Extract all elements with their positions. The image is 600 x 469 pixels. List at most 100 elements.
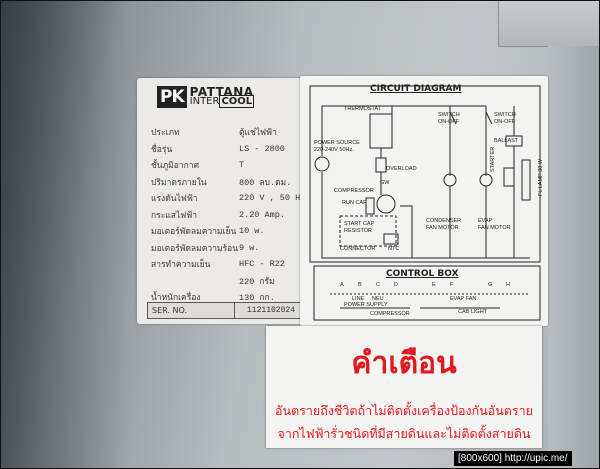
spec-row-label: แรงดันไฟฟ้า — [151, 194, 198, 205]
compressor-label: COMPRESSOR — [334, 188, 374, 194]
spec-row-value: HFC - R22 — [239, 259, 285, 270]
thermostat-symbol — [369, 113, 393, 149]
spec-row: 220 กรัม — [151, 273, 307, 290]
spec-row-label: ปริมาตรภายใน — [151, 177, 207, 188]
spec-row-value: 800 ลบ.ดม. — [239, 177, 292, 188]
start-cap-label: START CAP RESISTOR — [344, 221, 375, 234]
brand-name: PATTANA — [189, 85, 254, 99]
serial-number-value: 1121102024 — [247, 306, 296, 315]
spec-row-value: 220 กรัม — [239, 276, 275, 287]
spec-row-value: 9 w. — [239, 242, 260, 253]
terminal-g: G — [488, 282, 493, 288]
wiring-lines — [321, 105, 530, 259]
warning-title: คำเตือน — [351, 346, 457, 381]
brand-logo-mark: PK — [157, 86, 187, 108]
terminal-a: A — [340, 282, 344, 288]
run-cap-symbol — [365, 197, 375, 215]
terminal-f: F — [450, 282, 454, 288]
terminal-e: E — [432, 282, 436, 288]
spec-row-value: ตู้แช่ไฟฟ้า — [239, 128, 277, 139]
compressor-symbol — [376, 194, 396, 214]
circuit-diagram-label: CIRCUIT DIAGRAM THERMOSTAT POWER SOURCE … — [300, 76, 548, 326]
spec-row: แรงดันไฟฟ้า 220 V , 50 Hz — [151, 190, 307, 207]
brand-sub-cool: COOL — [219, 95, 255, 108]
spec-table: ประเภท ตู้แช่ไฟฟ้า ชื่อรุ่น LS - 2800 ชั้น… — [151, 124, 307, 306]
image-watermark: [800x600] http://upic.me/ — [454, 451, 572, 466]
spec-row-label: น้ำหนักเครื่อง — [151, 293, 201, 304]
spec-row: น้ำหนักเครื่อง 130 กก. — [151, 289, 307, 306]
evap-fan-label: EVAP FAN MOTOR — [478, 218, 511, 231]
power-supply-label: POWER SUPPLY — [344, 302, 388, 308]
terminal-h: H — [506, 282, 510, 288]
starter-label: STARTER — [490, 146, 496, 172]
overload-label: OVERLOAD — [386, 166, 417, 172]
control-box-title: CONTROL BOX — [386, 269, 459, 279]
spec-row-label: สารทำความเย็น — [151, 260, 211, 271]
diagram-frame — [309, 85, 541, 263]
spec-row-label: ชื่อรุ่น — [151, 144, 173, 155]
spec-row-label: มอเตอร์พัดลมความร้อน — [151, 243, 239, 254]
spec-row-value: 130 กก. — [239, 293, 275, 304]
spec-row: ประเภท ตู้แช่ไฟฟ้า — [151, 124, 307, 141]
ballast-label: BALLAST — [494, 138, 519, 144]
spec-row: ชื่อรุ่น LS - 2800 — [151, 141, 307, 158]
control-compressor-label: COMPRESSOR — [370, 311, 410, 317]
start-cap-box — [339, 215, 397, 247]
spec-row: กระแสไฟฟ้า 2.20 Amp. — [151, 207, 307, 224]
fridge-side-edge — [548, 46, 600, 469]
terminal-b: B — [358, 282, 362, 288]
power-source-symbol — [314, 156, 330, 172]
condenser-fan-label: CONDENSER FAN MOTOR — [426, 218, 462, 231]
spec-row-label: ประเภท — [151, 128, 180, 139]
evap-fan-motor-symbol — [479, 173, 493, 187]
brand-sub-inter: INTER — [189, 96, 220, 107]
line-label: LINE — [352, 296, 365, 302]
spec-row: ชั้นภูมิอากาศ T — [151, 157, 307, 174]
spec-row-label: กระแสไฟฟ้า — [151, 210, 198, 221]
terminal-d: D — [394, 282, 398, 288]
gw-label: GW — [380, 180, 390, 186]
spec-row-value: LS - 2800 — [239, 143, 285, 154]
connector-symbol — [383, 233, 399, 245]
spec-row-value: 220 V , 50 Hz — [239, 193, 306, 204]
circuit-diagram-title: CIRCUIT DIAGRAM — [370, 84, 462, 94]
condenser-fan-motor-symbol — [443, 173, 457, 187]
cab-light-label: CAB LIGHT — [458, 309, 488, 315]
warning-sticker: คำเตือน อันตรายถึงชีวิตถ้าไม่ติดตั้งเครื… — [266, 326, 542, 448]
control-box-frame — [313, 265, 541, 321]
spec-row-value: 10 w. — [239, 226, 265, 237]
evap-fan-box-label: EVAP FAN — [450, 296, 477, 302]
fl-lamp-label: FL LAMP 30 W — [538, 159, 544, 196]
spec-row-label: มอเตอร์พัดลมความเย็น — [151, 227, 237, 238]
switch-right-label: SWITCH ON-OFF — [494, 112, 516, 125]
spec-row-value: 2.20 Amp. — [239, 209, 285, 220]
fridge-top-panel — [498, 0, 600, 47]
connector-label: CONNECTOR — [340, 246, 376, 252]
warning-text-line-1: อันตรายถึงชีวิตถ้าไม่ติดตั้งเครื่องป้องก… — [275, 403, 533, 418]
spec-row: สารทำความเย็น HFC - R22 — [151, 256, 307, 273]
overload-symbol — [375, 157, 387, 173]
spec-row-value: T — [239, 160, 245, 171]
warning-text-line-2: จากไฟฟ้ารั่วชนิดที่มีสายดินและไม่ติดตั้ง… — [277, 426, 531, 441]
spec-row: ปริมาตรภายใน 800 ลบ.ดม. — [151, 174, 307, 191]
ballast-symbol — [505, 135, 523, 147]
switch-left-label: SWITCH ON-OFF — [438, 112, 460, 125]
spec-row-label: ชั้นภูมิอากาศ — [151, 161, 199, 172]
wiring-schematic — [309, 85, 541, 321]
power-source-label: POWER SOURCE 220-240V 50Hz. — [314, 140, 360, 153]
ntc-label: NTC — [388, 246, 400, 252]
serial-number-label: SER. NO. — [148, 303, 235, 318]
serial-number-box: SER. NO. 1121102024 — [147, 302, 309, 319]
switch-symbols — [449, 111, 493, 125]
run-cap-label: RUN CAP — [342, 200, 367, 206]
fridge-shadow — [0, 0, 130, 469]
thermostat-label: THERMOSTAT — [344, 106, 382, 112]
terminal-c: C — [376, 282, 380, 288]
starter-symbol — [503, 167, 515, 187]
fl-lamp-symbol — [521, 159, 531, 201]
neu-label: NEU — [372, 296, 384, 302]
